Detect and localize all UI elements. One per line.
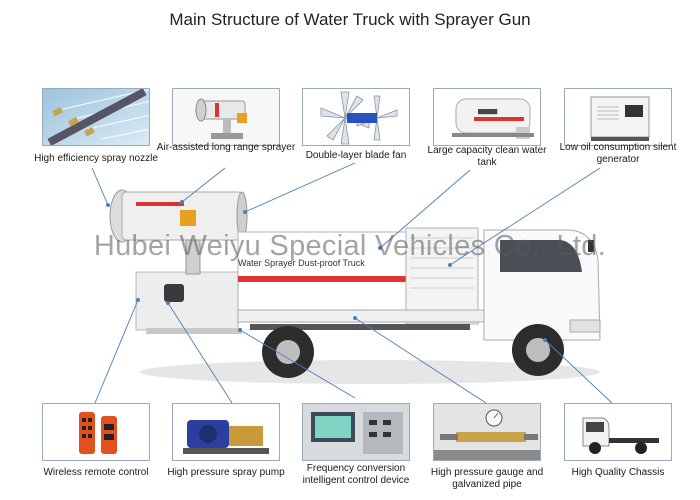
water-tank-photo: ▇▇▇▇▇ [433,88,541,146]
caption-remote-control: Wireless remote control [43,467,149,478]
page-title: Main Structure of Water Truck with Spray… [169,10,531,29]
pressure-gauge-photo [433,403,541,461]
caption-pump: High pressure spray pump [167,467,285,478]
remote-control-photo [42,403,150,461]
chassis-photo [564,403,672,461]
generator-photo [564,88,672,146]
caption-spray-nozzle: High efficiency spray nozzle [34,153,158,164]
spray-nozzle-photo [42,88,150,146]
caption-sprayer: Air-assisted long range sprayer [156,142,296,153]
control-device-photo [302,403,410,461]
truck-body-label: Water Sprayer Dust-proof Truck [238,258,365,268]
pump-photo [172,403,280,461]
caption-chassis: High Quality Chassis [571,467,665,478]
blade-fan-photo [302,88,410,146]
watermark: Hubei Weiyu Special Vehicles Co., Ltd. [93,230,607,262]
water-truck-illustration [109,189,601,384]
caption-water-tank: Large capacity clean water tank [427,145,547,168]
caption-blade-fan: Double-layer blade fan [305,150,407,161]
svg-text:▇▇▇▇▇: ▇▇▇▇▇ [477,109,497,115]
caption-control-device: Frequency conversion intelligent control… [302,463,410,486]
caption-generator: Low oil consumption silent generator [559,142,677,165]
sprayer-cannon-photo [172,88,280,146]
caption-pressure-gauge: High pressure gauge and galvanized pipe [430,467,544,490]
